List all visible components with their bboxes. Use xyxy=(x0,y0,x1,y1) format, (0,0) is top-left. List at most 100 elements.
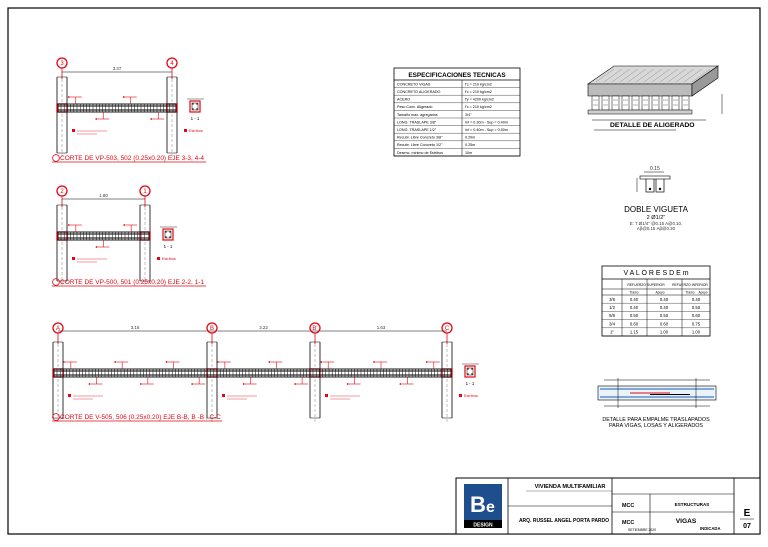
sheet-number: 07 xyxy=(743,523,751,530)
aligerado-block xyxy=(621,95,630,111)
aligerado-slab-side xyxy=(691,65,719,97)
drawn-by: MCC xyxy=(622,503,634,509)
axis-label: 4 xyxy=(170,61,174,67)
sheet-border xyxy=(7,7,761,535)
vigueta-note-2: Aβ@0.15 Aβ@0.30 xyxy=(637,226,676,231)
aligerado-hatch-line xyxy=(627,68,647,83)
valores-m-cell: 1/2 xyxy=(609,305,615,310)
rebar-callout-dot xyxy=(320,361,323,363)
specs-cell-value: 10m xyxy=(465,151,472,155)
section-detail-label: 1 - 1 xyxy=(164,244,173,249)
vigueta-bars: 2 Ø1/2" xyxy=(647,215,666,221)
doble-vigueta-detail: 0.15 DOBLE VIGUETA 2 Ø1/2" E: 7 Ø1/4" @0… xyxy=(624,166,689,231)
section-detail-bar xyxy=(467,368,469,370)
aligerado-hatch-line xyxy=(643,68,663,83)
specs-cell-label: Desenc. minimo de Estribos xyxy=(397,151,443,155)
span-dimension-label: 3.16 xyxy=(131,325,140,330)
aligerado-detail: DETALLE DE ALIGERADO xyxy=(587,65,723,131)
valores-m-cell: 0.60 xyxy=(692,313,701,318)
section-detail-label: 1 - 1 xyxy=(466,381,475,386)
aligerado-blocks xyxy=(587,95,693,115)
aligerado-block xyxy=(681,95,690,111)
support-block xyxy=(309,368,321,378)
section-detail-bar xyxy=(169,231,171,233)
axis-label: 2 xyxy=(60,189,64,195)
specs-cell-label: Recubr. Libre Concreto 3/8" xyxy=(397,136,443,140)
section-detail-bar xyxy=(471,368,473,370)
stirrup-note-marker xyxy=(222,394,225,397)
empalme-detail: DETALLE PARA EMPALME TRASLAPADOS PARA VI… xyxy=(597,378,717,429)
support-block xyxy=(56,231,68,241)
valores-m-cell: 0.40 xyxy=(660,297,669,302)
rebar-callout-dot xyxy=(150,118,153,120)
axis-label: 1 xyxy=(143,189,147,195)
stirrup-note-marker xyxy=(325,394,328,397)
valores-m-cell: 0.40 xyxy=(660,305,669,310)
specs-cell-value: Inf = 0.30m - Sup = 0.40m xyxy=(465,120,508,124)
rebar-callout-dot xyxy=(95,118,98,120)
empalme-caption-1: DETALLE PARA EMPALME TRASLAPADOS xyxy=(602,417,710,423)
aligerado-block xyxy=(631,95,640,111)
support-block xyxy=(139,231,151,241)
rebar-callout-dot xyxy=(139,383,142,385)
span-dimension-label: 3.22 xyxy=(259,325,268,330)
valores-m-subheader: Apoyo xyxy=(655,291,664,295)
aligerado-block xyxy=(651,95,660,111)
rebar-callout-dot xyxy=(216,361,219,363)
beam-elevation-b: 1.80 2 1 1 - 1 Estribos xyxy=(56,185,177,285)
section-detail-bar xyxy=(165,236,167,238)
aligerado-title: DETALLE DE ALIGERADO xyxy=(610,122,695,129)
aligerado-block xyxy=(601,95,610,111)
specs-cell-label: ACERO xyxy=(397,98,410,102)
valores-m-cell: 0.50 xyxy=(660,313,669,318)
aligerado-joist-base xyxy=(587,109,693,115)
vigueta-bar-left xyxy=(648,187,652,191)
estribos-note: Estribos xyxy=(189,129,203,133)
support-block xyxy=(441,368,453,378)
valores-m-cell: 1.15 xyxy=(630,330,639,335)
section-detail-label: 1 - 1 xyxy=(191,116,200,121)
section-detail-bar xyxy=(169,236,171,238)
beam-caption-marker-c xyxy=(52,413,60,421)
stirrup-note-marker xyxy=(72,257,75,260)
estribos-note: Estribos xyxy=(162,257,176,261)
beam-caption-marker-b xyxy=(52,278,60,286)
logo-background xyxy=(464,484,502,520)
beam-caption-a: CORTE DE VP-503, 502 (0.25x0.20) EJE 3-3… xyxy=(60,155,204,162)
estribos-marker xyxy=(184,129,187,132)
aligerado-hatch-line xyxy=(659,68,679,83)
axis-label: B xyxy=(210,326,214,332)
rebar-callout-dot xyxy=(346,383,349,385)
beam-outline xyxy=(53,368,452,378)
span-dimension-label: 1.80 xyxy=(99,193,108,198)
valores-m-subheader: Tramo xyxy=(685,291,694,295)
valores-m-cell: 0.50 xyxy=(630,313,639,318)
support-block xyxy=(52,368,64,378)
valores-m-cell: 0.60 xyxy=(630,321,639,326)
valores-m-cell: 0.60 xyxy=(660,321,669,326)
logo-letter-big: B xyxy=(470,492,486,517)
specs-cell-value: f'c = 210 kg/cm2 xyxy=(465,90,492,94)
specs-cell-label: CONCRETO ALIGERADO xyxy=(397,90,441,94)
rebar-callout-dot xyxy=(294,383,297,385)
specs-frame xyxy=(393,67,521,157)
valores-m-cell: 1" xyxy=(610,330,614,335)
beam-caption-b: CORTE DE VP-500, 501 (0.25x0.20) EJE 2-2… xyxy=(60,279,204,286)
axis-label: A xyxy=(56,326,60,332)
valores-m-frame xyxy=(601,265,711,337)
vigueta-bar-right xyxy=(658,187,662,191)
section-detail-bar xyxy=(165,231,167,233)
beam-outline xyxy=(57,231,150,241)
beam-outline xyxy=(57,103,177,113)
valores-m-cell: 5/8 xyxy=(609,313,615,318)
aligerado-hatch-line xyxy=(675,68,695,83)
vigueta-flange xyxy=(639,175,671,180)
rebar-callout-dot xyxy=(191,383,194,385)
section-detail-bar xyxy=(196,108,198,110)
aligerado-slab-front xyxy=(587,83,693,97)
specs-cell-label: LONG. TRASLAPE 1/2" xyxy=(397,128,437,132)
axis-label: B' xyxy=(312,326,317,332)
support-block xyxy=(206,368,218,378)
